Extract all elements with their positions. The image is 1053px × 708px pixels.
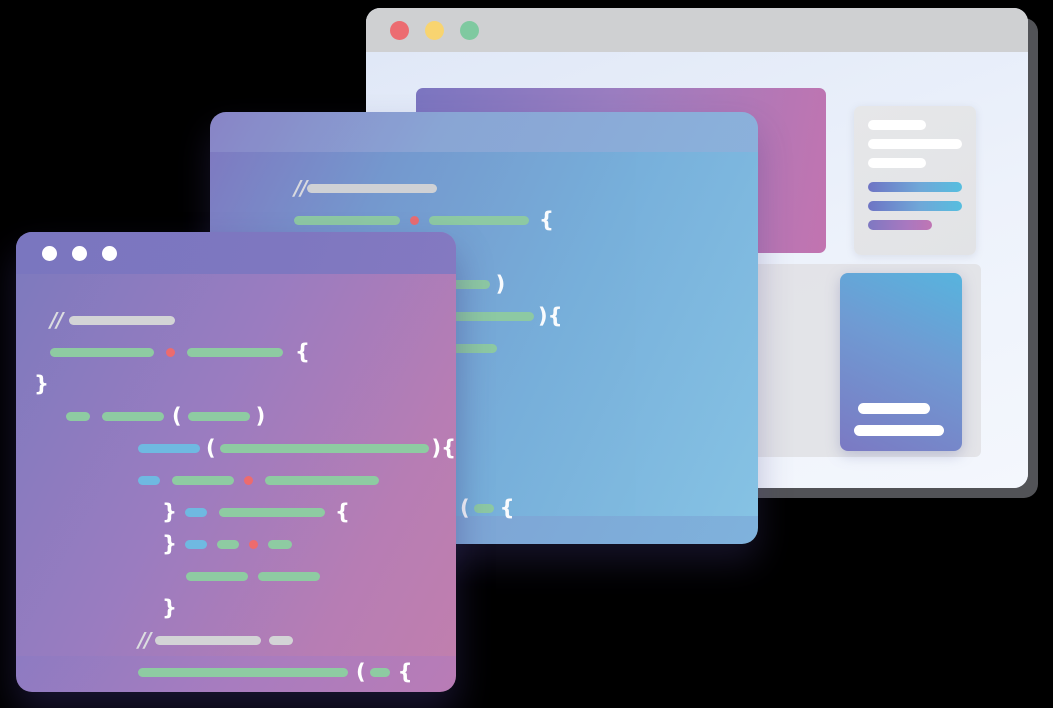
code-token-green [187, 347, 283, 357]
code-window-front[interactable]: //{}()(){}{}}//({)} [16, 232, 456, 692]
code-area-front[interactable]: //{}()(){}{}}//({)} [16, 274, 456, 682]
curly-brace-glyph: { [539, 207, 554, 232]
curly-brace-glyph: } [162, 531, 177, 556]
comment-slash-icon: // [138, 628, 152, 652]
code-token-gray [268, 635, 293, 645]
code-marker-dot [248, 539, 258, 549]
placeholder-bar [858, 403, 930, 414]
code-line: } [34, 371, 456, 396]
parenthesis-glyph: ) [538, 303, 548, 328]
curly-brace-glyph: { [397, 659, 413, 684]
gradient-bar [868, 220, 932, 230]
parenthesis-glyph: ) [431, 435, 442, 460]
code-token-green [50, 347, 154, 357]
code-line [186, 566, 456, 586]
code-token-blue [138, 475, 160, 485]
parenthesis-glyph: ( [356, 659, 366, 684]
curly-brace-glyph: { [499, 495, 515, 520]
code-token-gray [306, 183, 437, 193]
code-window-middle-titlebar[interactable] [210, 112, 758, 152]
code-line: (){ [138, 435, 456, 460]
code-line: // [50, 308, 456, 332]
placeholder-bar [868, 139, 962, 149]
code-window-front-titlebar[interactable] [16, 232, 456, 274]
code-line: ({ [138, 659, 456, 684]
code-line: // [294, 176, 758, 200]
comment-slash-icon: // [294, 176, 308, 200]
parenthesis-glyph: ( [205, 435, 216, 460]
browser-titlebar[interactable] [366, 8, 1028, 52]
code-token-green [473, 503, 494, 513]
code-token-gray [68, 315, 175, 325]
parenthesis-glyph: ( [172, 403, 182, 428]
code-line: () [66, 403, 456, 428]
code-token-green [265, 475, 379, 485]
code-marker-dot [166, 347, 175, 357]
placeholder-bar [868, 120, 927, 130]
code-line: } [162, 595, 456, 620]
code-token-green [186, 571, 248, 581]
code-token-green [66, 411, 90, 421]
curly-brace-glyph: { [334, 499, 350, 524]
curly-brace-glyph: { [441, 435, 456, 460]
code-token-green [294, 215, 400, 225]
code-line [138, 470, 456, 490]
code-token-green [258, 571, 320, 581]
placeholder-bar [868, 158, 927, 168]
maximize-dot[interactable] [460, 20, 479, 40]
gradient-bar [868, 201, 962, 211]
code-token-green [427, 279, 490, 289]
code-token-green [267, 539, 292, 549]
placeholder-bar [854, 425, 944, 436]
code-token-green [138, 667, 348, 677]
code-line: }{ [162, 499, 456, 524]
curly-brace-glyph: } [162, 595, 177, 620]
code-marker-dot [410, 215, 419, 225]
code-line: } [162, 531, 456, 556]
parenthesis-glyph: ) [495, 271, 506, 296]
code-token-green [369, 667, 390, 677]
curly-brace-glyph: } [34, 371, 49, 396]
code-token-green [216, 539, 239, 549]
code-line: { [50, 339, 456, 364]
curly-brace-glyph: { [295, 339, 310, 364]
gradient-bar [868, 182, 962, 192]
code-token-green [172, 475, 234, 485]
code-token-gray [154, 635, 261, 645]
comment-slash-icon: // [50, 308, 64, 332]
code-line: { [294, 207, 758, 232]
code-token-green [219, 443, 430, 453]
curly-brace-glyph: { [547, 303, 563, 328]
minimize-dot[interactable] [425, 20, 444, 40]
close-dot[interactable] [390, 20, 409, 40]
list-card[interactable] [854, 106, 976, 255]
code-line: // [138, 628, 456, 652]
code-token-green [218, 507, 325, 517]
code-token-green [102, 411, 164, 421]
code-token-green [187, 411, 250, 421]
curly-brace-glyph: } [162, 499, 177, 524]
code-marker-dot [244, 475, 253, 485]
code-token-green [429, 215, 529, 225]
close-dot[interactable] [42, 245, 57, 261]
code-token-blue [184, 539, 207, 549]
parenthesis-glyph: ( [460, 495, 470, 520]
parenthesis-glyph: ) [255, 403, 266, 428]
code-token-blue [138, 443, 200, 453]
code-token-blue [184, 507, 207, 517]
minimize-dot[interactable] [72, 245, 87, 261]
feature-card[interactable] [840, 273, 962, 451]
maximize-dot[interactable] [102, 245, 117, 261]
